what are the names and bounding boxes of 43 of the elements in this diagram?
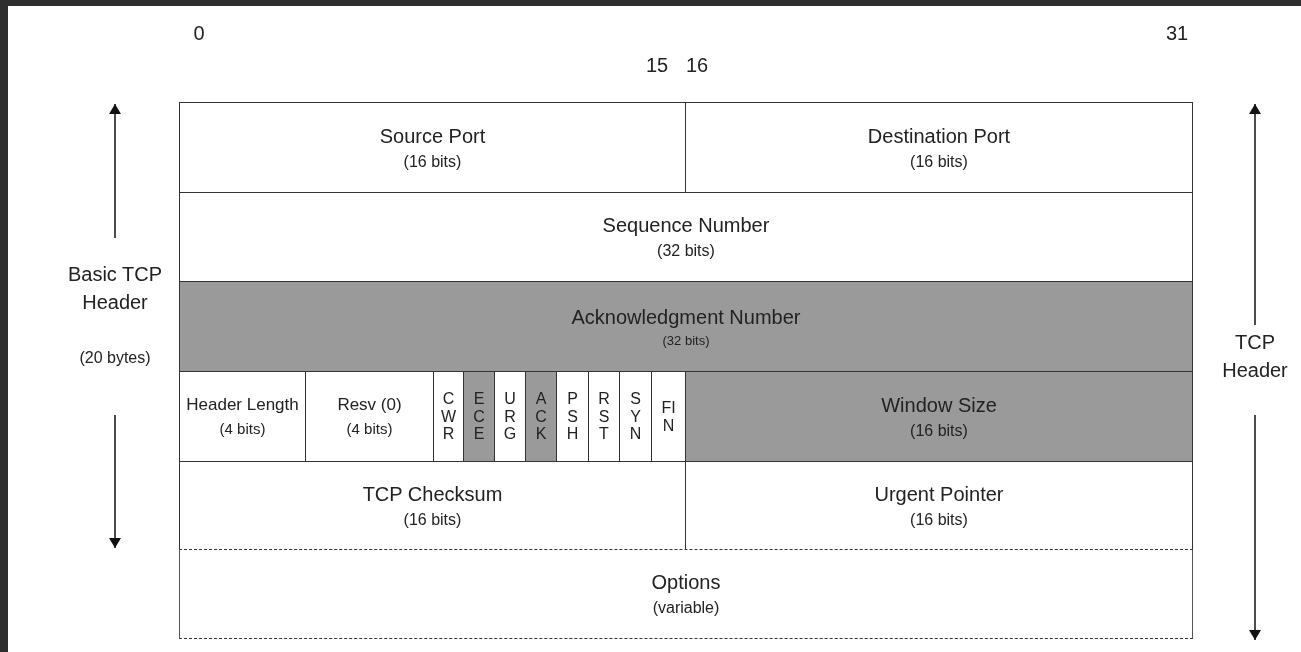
- field-size: (16 bits): [910, 151, 968, 172]
- bit-number: 16: [684, 53, 710, 78]
- field-name: Destination Port: [867, 123, 1011, 149]
- field-size: (4 bits): [219, 418, 266, 439]
- header-field: [685, 102, 1193, 193]
- side-label: TCP Header: [1221, 330, 1289, 383]
- flag-name: CWR: [440, 390, 457, 443]
- bit-number: 0: [192, 21, 206, 46]
- flag-cell: [525, 371, 557, 462]
- field-name: Window Size: [881, 392, 997, 418]
- flag-cell: [463, 371, 495, 462]
- field-name: Acknowledgment Number: [571, 304, 801, 330]
- flag-name: URG: [502, 390, 518, 443]
- flag-name: PSH: [565, 390, 580, 443]
- field-size: (32 bits): [657, 241, 715, 261]
- flag-name: SYN: [628, 390, 643, 443]
- flag-name: RST: [597, 390, 611, 443]
- field-size: (16 bits): [403, 509, 462, 530]
- field-size: (variable): [652, 598, 720, 618]
- field-size: (32 bits): [662, 331, 710, 350]
- flag-name: FIN: [660, 398, 677, 435]
- field-size: (16 bits): [403, 151, 462, 172]
- header-field: [685, 371, 1193, 462]
- bit-number: 15: [644, 53, 670, 78]
- header-field: [179, 192, 1193, 282]
- field-name: Urgent Pointer: [874, 481, 1004, 507]
- field-name: Resv (0): [337, 393, 402, 416]
- flag-name: ECE: [472, 390, 486, 443]
- side-label: Basic TCP Header: [66, 262, 164, 315]
- bit-number: 31: [1164, 21, 1190, 46]
- field-size: (16 bits): [910, 509, 968, 530]
- header-field: [179, 549, 1193, 639]
- flag-name: ACK: [534, 390, 548, 443]
- header-field: [179, 281, 1193, 372]
- header-field: [179, 102, 686, 193]
- field-name: Header Length: [186, 393, 299, 416]
- field-name: Source Port: [379, 123, 486, 149]
- side-label: (20 bytes): [78, 348, 152, 368]
- field-name: TCP Checksum: [362, 481, 503, 507]
- field-size: (4 bits): [346, 418, 393, 439]
- field-name: Sequence Number: [602, 213, 770, 238]
- field-name: Options: [651, 570, 721, 595]
- field-size: (16 bits): [910, 420, 968, 441]
